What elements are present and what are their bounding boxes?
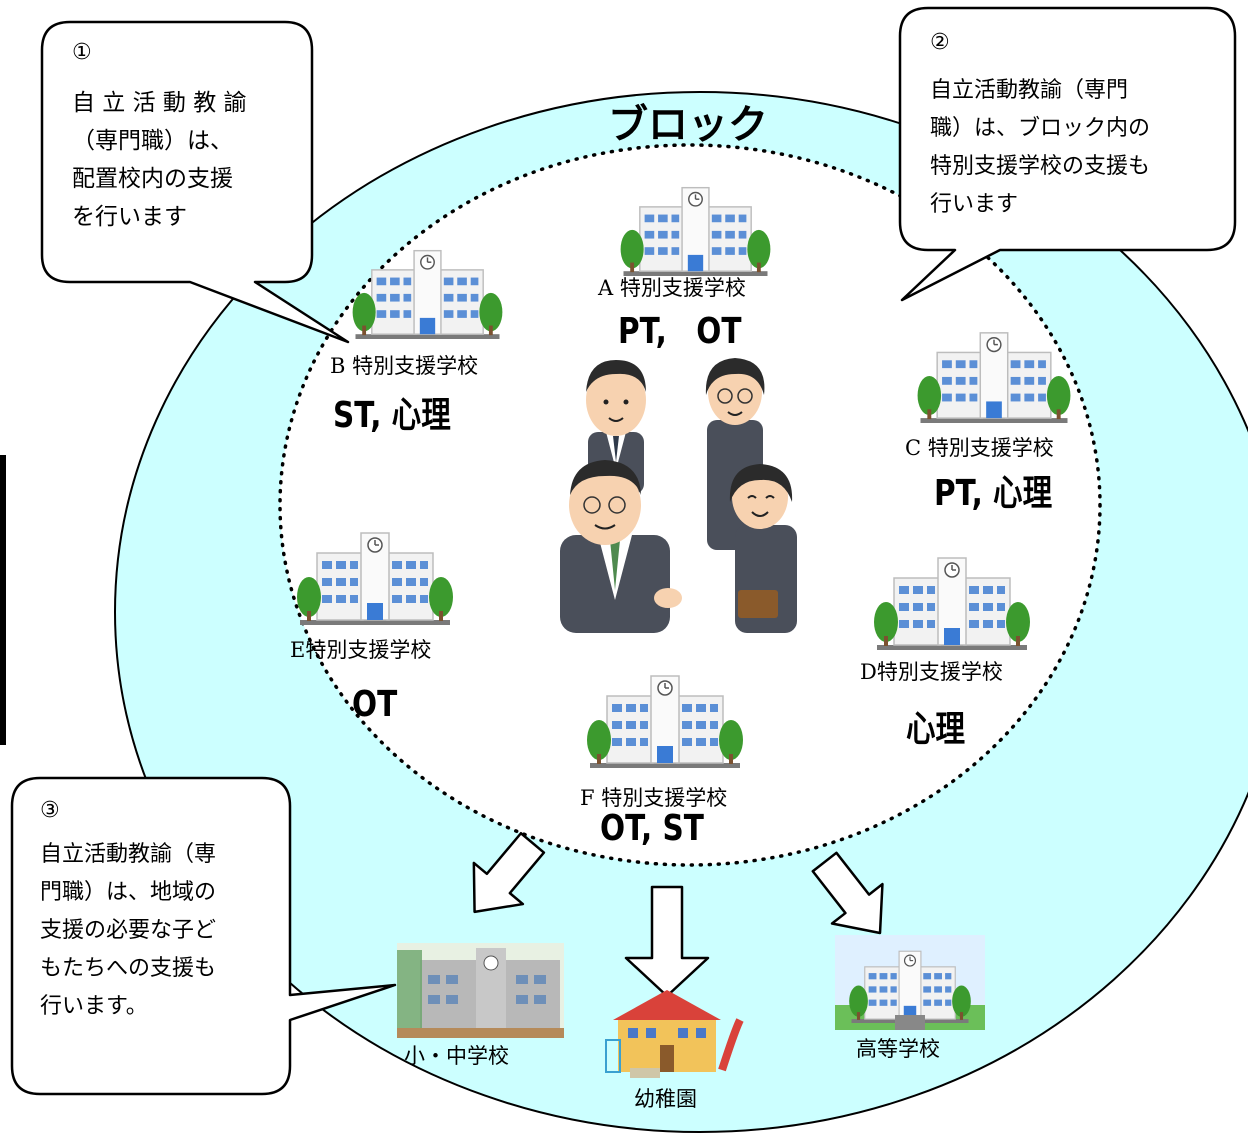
school-d-name: D特別支援学校 <box>860 660 1003 684</box>
school-b-staff: ST, 心理 <box>333 395 451 436</box>
left-edge-bar <box>0 455 6 745</box>
bubble-3-number: ③ <box>40 798 60 823</box>
elementary-school-icon <box>397 943 564 1038</box>
school-b-name: B 特別支援学校 <box>330 354 479 378</box>
speech-bubble-2 <box>898 6 1237 302</box>
bubble-3-text: 自立活動教諭（専 門職）は、地域の 支援の必要な子ど もたちへの支援も 行います… <box>40 842 217 1019</box>
school-f-name: F 特別支援学校 <box>580 786 728 810</box>
school-e-name: E特別支援学校 <box>290 638 432 662</box>
speech-bubble-3 <box>10 776 397 1096</box>
school-f-staff: OT, ST <box>600 808 704 849</box>
elementary-school-label: 小・中学校 <box>404 1044 509 1068</box>
high-school-icon <box>835 935 985 1030</box>
bubble-1-number: ① <box>72 40 92 65</box>
bubble-2-text: 自立活動教諭（専門 職）は、ブロック内の 特別支援学校の支援も 行います <box>930 78 1151 217</box>
bubble-1-text: 自 立 活 動 教 諭 （専門職）は、 配置校内の支援 を行います <box>72 90 247 230</box>
school-a-name: A 特別支援学校 <box>598 276 746 300</box>
school-d-staff: 心理 <box>906 709 966 750</box>
school-a-staff: PT, OT <box>618 311 742 352</box>
arrow-to-kindergarten <box>624 885 710 998</box>
school-c-staff: PT, 心理 <box>934 473 1053 514</box>
speech-bubble-1 <box>40 20 350 344</box>
school-e-staff: OT <box>352 684 398 725</box>
kindergarten-icon <box>605 990 744 1078</box>
arrow-to-elementary <box>472 831 546 914</box>
school-c-name: C 特別支援学校 <box>905 436 1054 460</box>
teachers-group-icon <box>560 358 797 633</box>
arrow-to-highschool <box>811 851 884 935</box>
bubble-2-number: ② <box>930 30 950 55</box>
kindergarten-label: 幼稚園 <box>634 1087 697 1111</box>
block-title: ブロック <box>608 102 768 148</box>
high-school-label: 高等学校 <box>856 1037 940 1061</box>
